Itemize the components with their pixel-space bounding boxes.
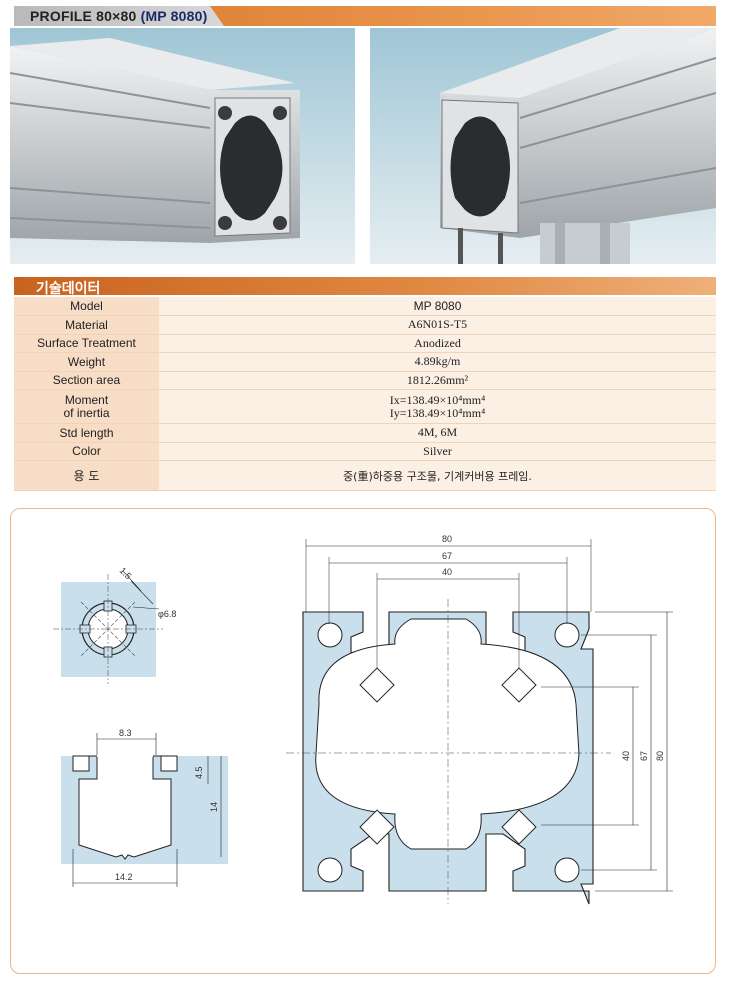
- section-title: 기술데이터: [36, 281, 101, 297]
- spec-key: Section area: [14, 371, 159, 390]
- table-row: 용 도 중(重)하중용 구조물, 기계커버용 프레임.: [14, 460, 716, 491]
- spec-table: Model MP 8080 Material A6N01S-T5 Surface…: [14, 297, 716, 491]
- cross-section: 80 67 40 40 67 80: [286, 534, 673, 905]
- dim-slot-width: 14.2: [115, 872, 133, 882]
- spec-value: A6N01S-T5: [159, 315, 716, 335]
- table-row: Surface Treatment Anodized: [14, 334, 716, 353]
- dim-slot-opening: 8.3: [119, 728, 132, 738]
- section-bar: 기술데이터: [14, 277, 716, 297]
- title-code: (MP 8080): [140, 8, 208, 24]
- table-row: Moment of inertia Ix=138.49×10⁴mm⁴ Iy=13…: [14, 389, 716, 424]
- spec-key: 용 도: [14, 460, 159, 491]
- spec-key: Std length: [14, 423, 159, 443]
- header-bar: [14, 6, 716, 26]
- profile-photo-left: [10, 28, 355, 264]
- table-row: Section area 1812.26mm²: [14, 371, 716, 390]
- hole-detail: 1.5 φ6.8: [53, 565, 176, 684]
- spec-value: 4.89kg/m: [159, 352, 716, 372]
- profile-photo-right: [370, 28, 716, 264]
- dim-center-width: 40: [442, 567, 452, 577]
- spec-value: 4M, 6M: [159, 423, 716, 443]
- spec-value: MP 8080: [159, 297, 716, 316]
- table-row: Weight 4.89kg/m: [14, 352, 716, 372]
- dim-hole-dia: φ6.8: [158, 609, 176, 619]
- slot-detail: 8.3 14.2 4.5 14: [61, 728, 228, 887]
- table-row: Color Silver: [14, 442, 716, 461]
- table-row: Std length 4M, 6M: [14, 423, 716, 443]
- dim-slot-pitch: 67: [442, 551, 452, 561]
- spec-value: Silver: [159, 442, 716, 461]
- spec-value: 1812.26mm²: [159, 371, 716, 390]
- dim-hole-wall: 1.5: [118, 565, 134, 581]
- spec-key: Surface Treatment: [14, 334, 159, 353]
- page-title: PROFILE 80×80 (MP 8080): [30, 8, 207, 24]
- spec-value: Anodized: [159, 334, 716, 353]
- spec-value: 중(重)하중용 구조물, 기계커버용 프레임.: [159, 460, 716, 491]
- spec-key: Moment of inertia: [14, 389, 159, 424]
- dim-slot-depth: 14: [209, 802, 219, 812]
- spec-key: Model: [14, 297, 159, 316]
- spec-key: Color: [14, 442, 159, 461]
- dim-right-center: 40: [621, 751, 631, 761]
- spec-key: Weight: [14, 352, 159, 372]
- table-row: Model MP 8080: [14, 297, 716, 316]
- title-prefix: PROFILE 80×80: [30, 8, 137, 24]
- spec-value: Ix=138.49×10⁴mm⁴ Iy=138.49×10⁴mm⁴: [159, 389, 716, 424]
- technical-drawing: 1.5 φ6.8 8.3 14.2 4.5 14: [10, 508, 716, 974]
- table-row: Material A6N01S-T5: [14, 315, 716, 335]
- spec-key: Material: [14, 315, 159, 335]
- header-tab: [14, 6, 224, 26]
- dim-right-pitch: 67: [639, 751, 649, 761]
- dim-slot-lip: 4.5: [194, 766, 204, 779]
- dim-right-overall: 80: [655, 751, 665, 761]
- dim-overall-width: 80: [442, 534, 452, 544]
